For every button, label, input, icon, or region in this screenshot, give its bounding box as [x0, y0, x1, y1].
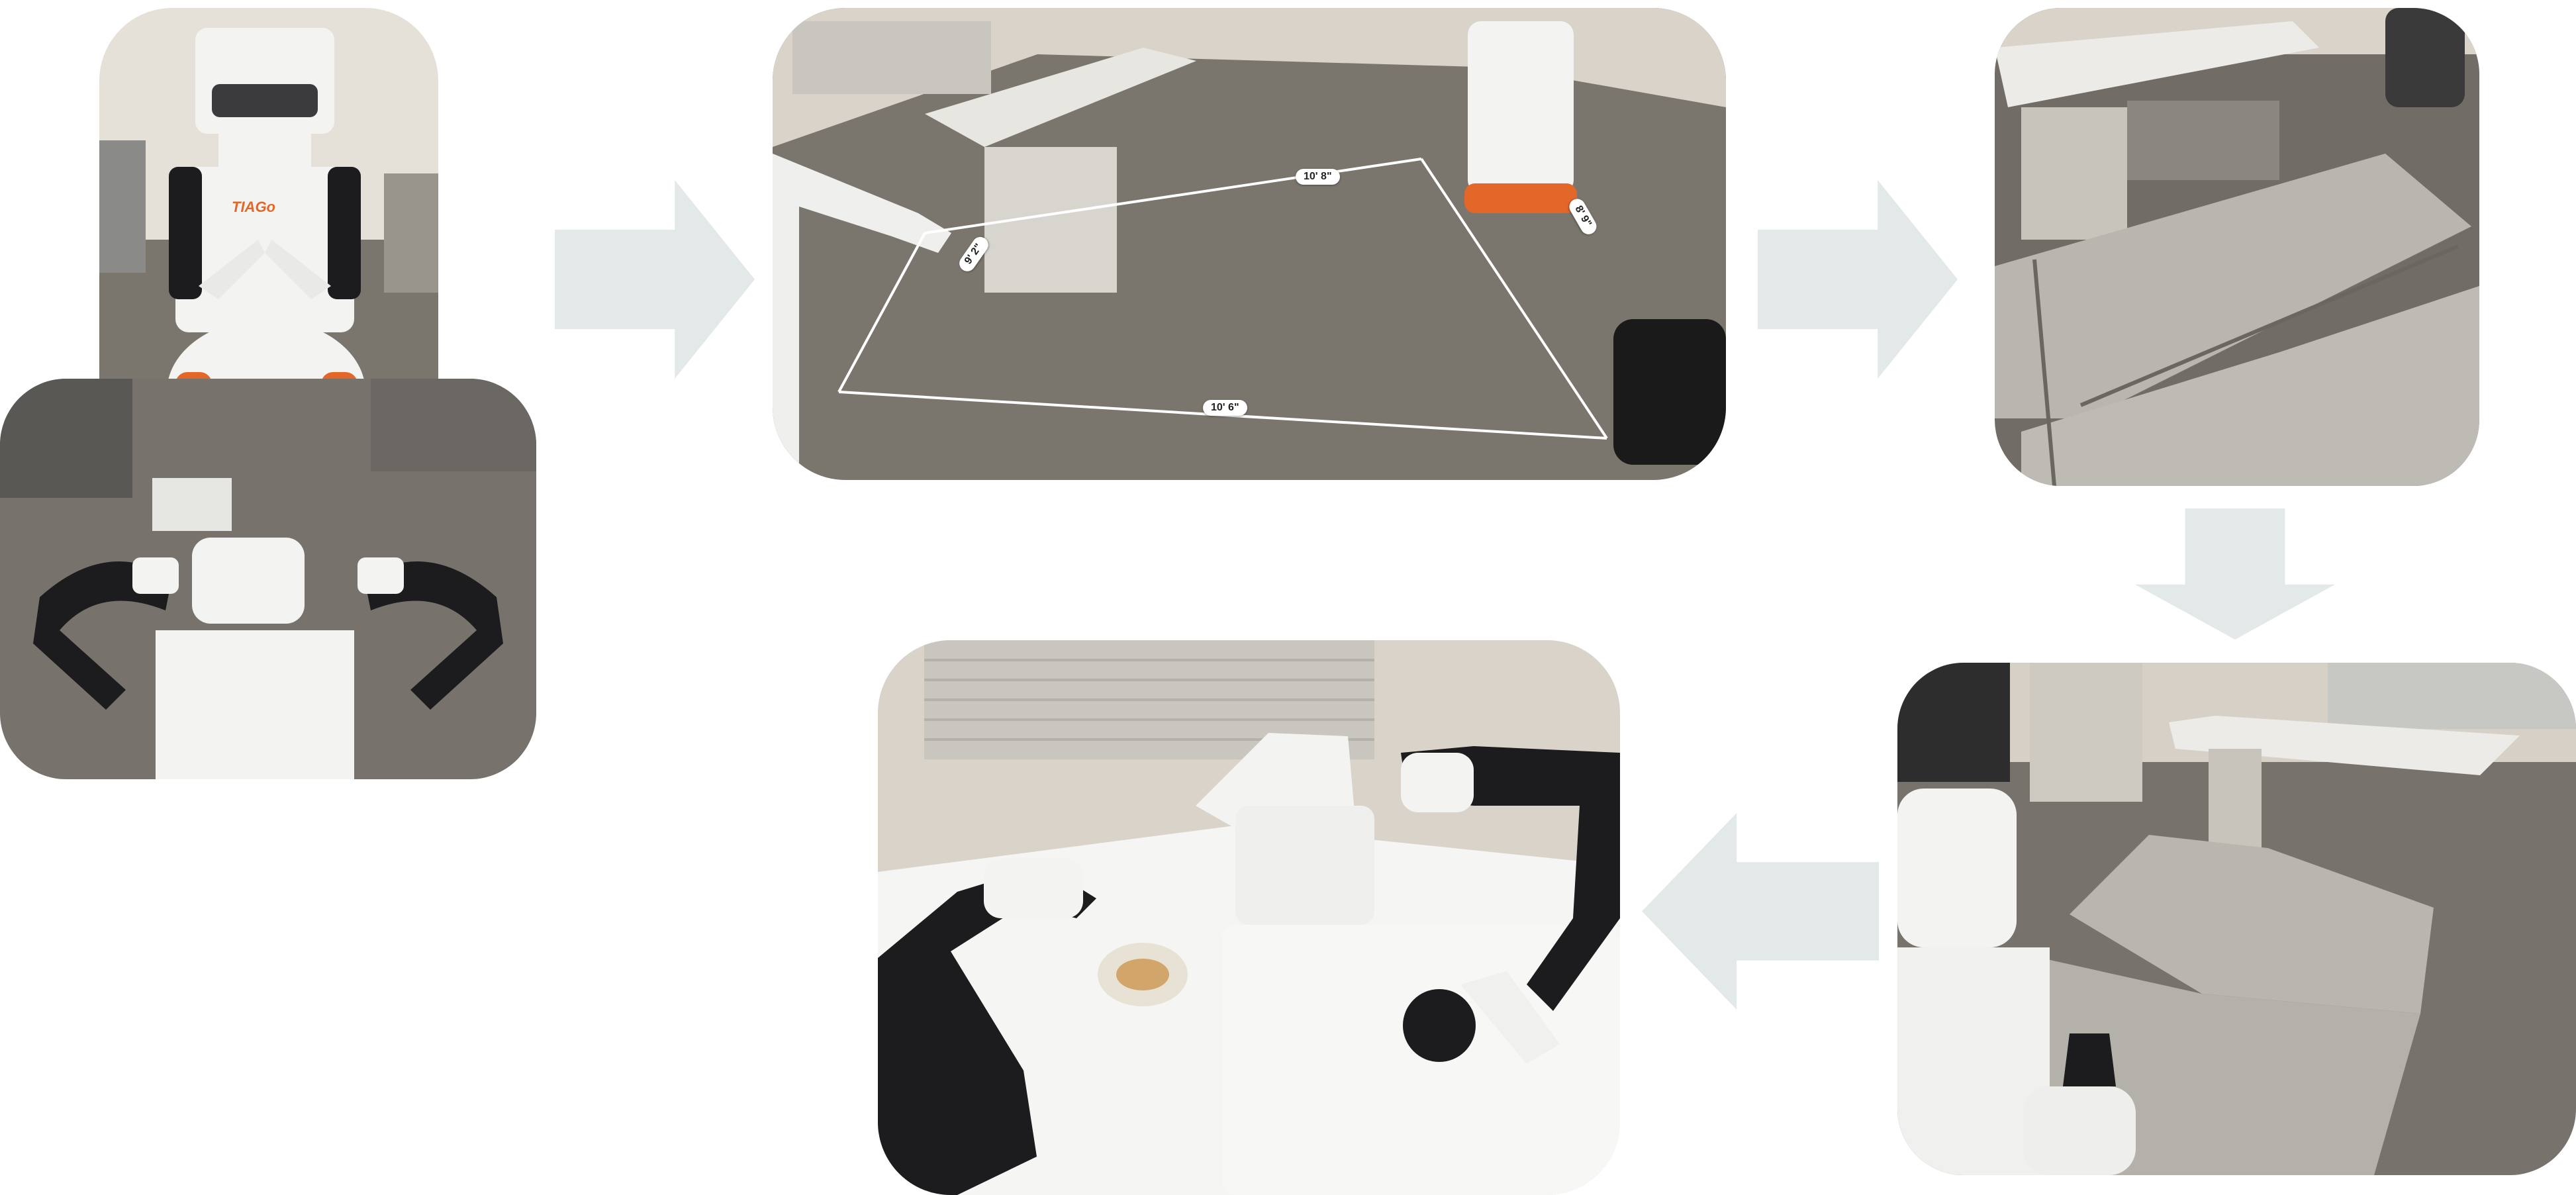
robot-brand-label: TIAGo: [232, 199, 275, 215]
photo-room-measurement: 10' 8" 9' 2" 8' 9" 10' 6": [773, 8, 1726, 480]
flow-arrow-right-2: [1758, 180, 1958, 379]
flow-arrow-left: [1642, 813, 1879, 1010]
photo-vr-teleop: [878, 640, 1620, 1195]
flow-arrow-down: [2135, 508, 2335, 640]
photo-room-floor-mats: [1995, 8, 2479, 486]
measurement-top: 10' 8": [1296, 169, 1340, 185]
photo-tiago-robot: TIAGo: [99, 8, 438, 473]
flow-arrow-right-1: [555, 180, 755, 379]
measurement-bottom: 10' 6": [1203, 400, 1247, 416]
photo-robot-in-room: [1897, 663, 2576, 1175]
photo-bimanual-robot-top: [0, 379, 536, 779]
